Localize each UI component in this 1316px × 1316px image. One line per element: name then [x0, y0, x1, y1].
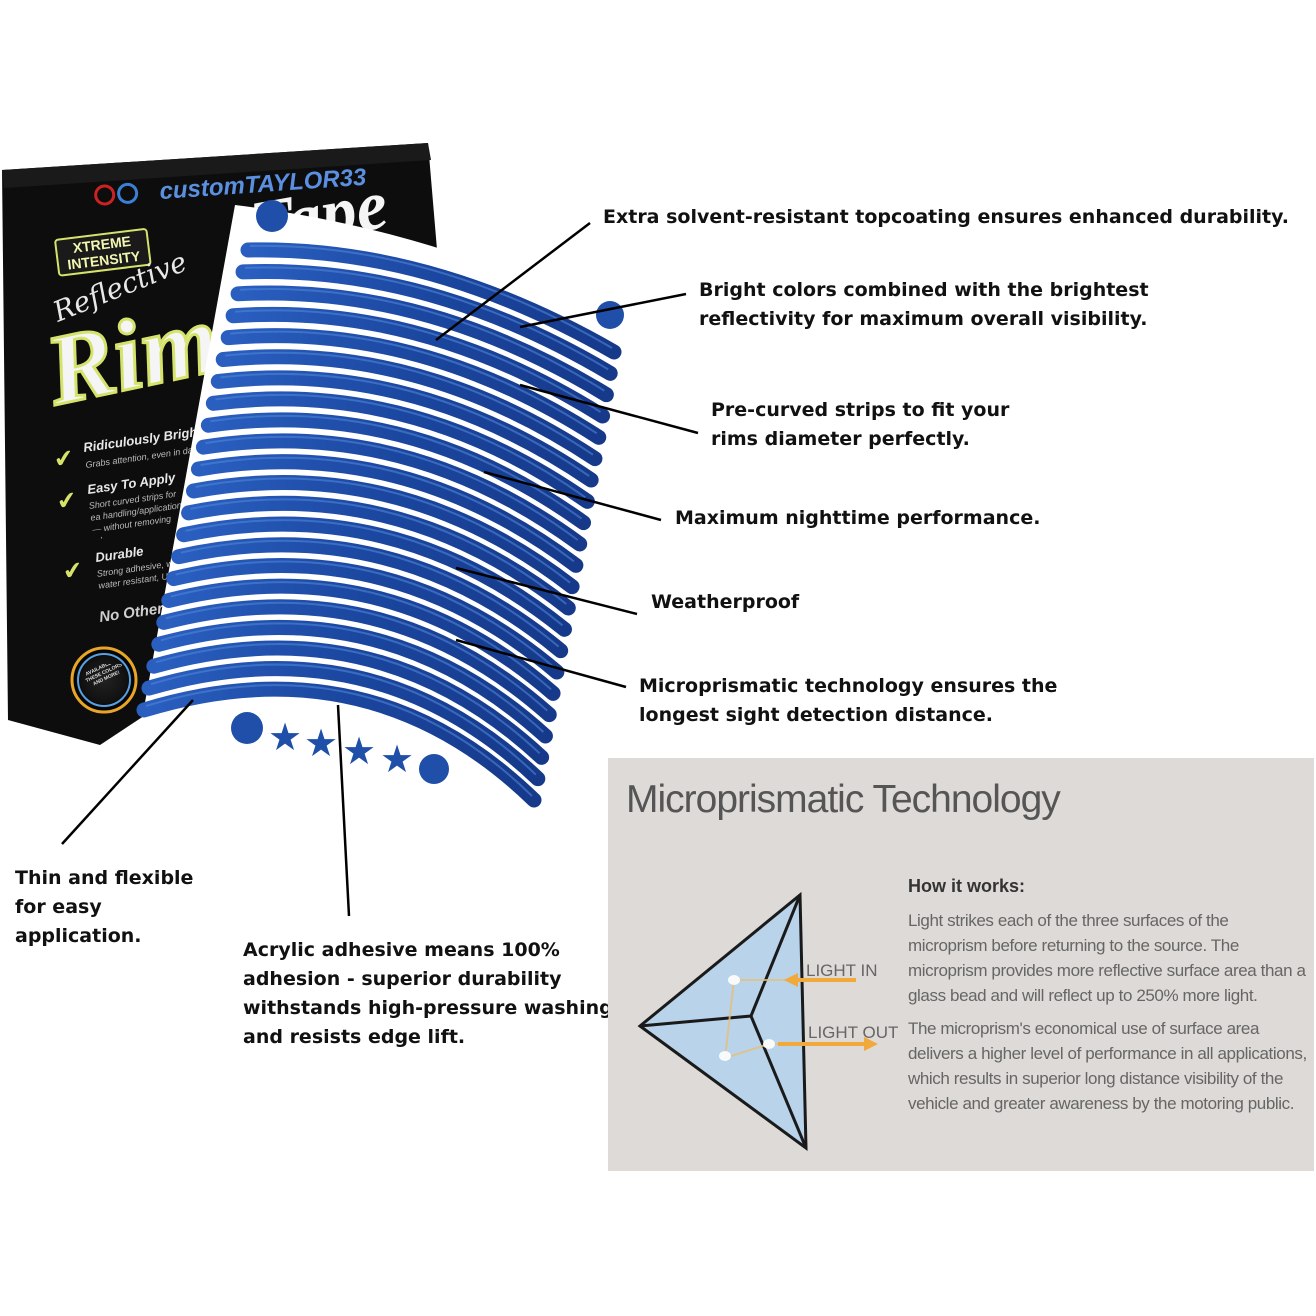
- callout-acrylic-1: Acrylic adhesive means 100%: [243, 939, 560, 961]
- reflective-strip: [210, 370, 599, 488]
- reflective-strip: [190, 454, 584, 573]
- check-icon: ✔: [55, 486, 79, 516]
- reflective-strip: [205, 391, 595, 509]
- prism-diagram: LIGHT IN LIGHT OUT: [637, 891, 898, 1152]
- leader-line: [455, 566, 638, 616]
- dot-sticker: [419, 754, 449, 784]
- reflective-strip: [136, 681, 542, 808]
- light-in-arrow-icon: [784, 973, 856, 987]
- reflective-strip: [215, 349, 603, 467]
- reflective-strip: [171, 537, 569, 659]
- leader-line: [61, 699, 194, 845]
- callout-acrylic-3: withstands high-pressure washing: [243, 997, 613, 1019]
- callout-precurved-1: Pre-curved strips to fit your: [711, 399, 1010, 421]
- reflective-strip: [240, 242, 622, 360]
- callout-precurved-2: rims diameter perfectly.: [711, 428, 970, 450]
- strip-highlight: [145, 684, 533, 797]
- star-icon: ★: [342, 731, 376, 773]
- check-icon: ✔: [52, 444, 76, 474]
- reflective-strip: [151, 619, 553, 744]
- callout-thin-2: for easy: [15, 896, 102, 918]
- reflective-strip: [186, 475, 580, 595]
- callout-thin-1: Thin and flexible: [15, 867, 194, 889]
- strip-highlight: [160, 622, 545, 733]
- reflective-strip: [166, 558, 565, 680]
- strip-highlight: [205, 435, 579, 541]
- leader-line: [483, 470, 662, 522]
- callout-lines: [61, 222, 699, 917]
- callout-thin-3: application.: [15, 925, 142, 947]
- strip-highlight: [200, 456, 575, 563]
- reflective-strip: [161, 578, 561, 701]
- color-seal: AVAILABLE IN THESE COLORS AND MORE!: [70, 646, 138, 714]
- strip-highlight: [150, 663, 537, 776]
- how-it-works-paragraph-1: Light strikes each of the three surfaces…: [908, 911, 1306, 1005]
- dot-sticker: [596, 301, 624, 329]
- leader-line: [435, 222, 591, 341]
- reflective-strip: [181, 495, 576, 616]
- prism-shape: [637, 891, 808, 1152]
- callout-bright-1: Bright colors combined with the brightes…: [699, 279, 1149, 301]
- star-icon: ★: [304, 723, 338, 765]
- reflective-strip: [225, 306, 611, 424]
- reflective-strip: [176, 516, 572, 637]
- light-out-label: LIGHT OUT: [808, 1023, 898, 1042]
- leader-line: [519, 383, 699, 435]
- reflective-strips: [136, 242, 622, 808]
- strip-highlight: [175, 560, 556, 669]
- tech-panel: Microprismatic Technology LIGHT IN LIGHT…: [608, 758, 1314, 1171]
- reflective-strip: [220, 328, 607, 445]
- star-icon: ★: [268, 717, 302, 759]
- strip-highlight: [249, 244, 613, 349]
- callout-weatherproof: Weatherproof: [651, 591, 800, 613]
- reflective-strip: [235, 263, 618, 381]
- strip-highlight: [155, 642, 541, 755]
- star-icon: ★: [380, 739, 414, 781]
- strip-highlight: [185, 519, 564, 627]
- strip-highlight: [210, 414, 583, 520]
- feature-title: Durable: [94, 543, 144, 565]
- strip-highlight: [225, 351, 594, 456]
- strip-highlight: [190, 498, 567, 605]
- reflective-strip: [141, 661, 546, 787]
- how-it-works-paragraph-2: The microprism's economical use of surfa…: [908, 1019, 1307, 1113]
- strip-highlight: [230, 330, 598, 435]
- strip-highlight: [215, 393, 586, 499]
- callout-topcoat: Extra solvent-resistant topcoating ensur…: [603, 206, 1289, 228]
- leader-line: [336, 704, 351, 917]
- strip-highlight: [165, 601, 548, 712]
- check-icon: ✔: [61, 556, 85, 586]
- callout-nighttime: Maximum nighttime performance.: [675, 507, 1041, 529]
- reflective-strip: [156, 599, 557, 723]
- reflective-strip: [230, 285, 614, 403]
- callout-micro-1: Microprismatic technology ensures the: [639, 675, 1058, 697]
- light-in-label: LIGHT IN: [806, 961, 877, 980]
- feature-list: ✔ Ridiculously Bright Grabs attention, e…: [52, 423, 203, 626]
- strip-sheet: ★ ★ ★ ★: [136, 200, 624, 808]
- leader-line: [519, 292, 687, 329]
- strip-highlight: [180, 539, 560, 648]
- dot-sticker: [256, 200, 288, 232]
- strip-highlight: [220, 372, 590, 477]
- strip-highlight: [245, 266, 609, 371]
- svg-text:XTREME: XTREME: [72, 233, 132, 256]
- callout-acrylic-4: and resists edge lift.: [243, 1026, 466, 1048]
- light-out-arrow-icon: [778, 1037, 878, 1051]
- xtreme-badge: XTREME INTENSITY: [54, 228, 152, 277]
- strip-highlight: [235, 309, 602, 413]
- callout-micro-2: longest sight detection distance.: [639, 704, 993, 726]
- tech-panel-title: Microprismatic Technology: [626, 778, 1061, 821]
- strip-highlight: [195, 477, 571, 584]
- reflective-strip: [195, 433, 588, 552]
- reflective-strip: [200, 412, 592, 531]
- leader-line: [455, 638, 627, 689]
- callout-bright-2: reflectivity for maximum overall visibil…: [699, 308, 1148, 330]
- strip-highlight: [240, 287, 605, 392]
- callout-acrylic-2: adhesion - superior durability: [243, 968, 562, 990]
- how-it-works-title: How it works:: [908, 876, 1026, 896]
- reflective-strip: [146, 640, 550, 765]
- star-stickers: ★ ★ ★ ★: [268, 717, 414, 781]
- dot-sticker: [231, 712, 263, 744]
